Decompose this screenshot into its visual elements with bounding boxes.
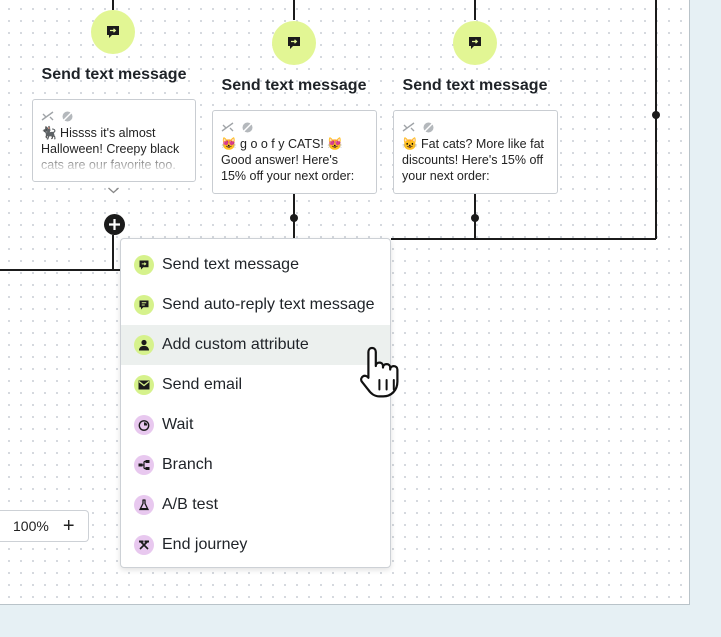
message-preview-card[interactable]: 🐈‍⬛ Hissss it's almost Halloween! Creepy… xyxy=(32,99,196,182)
zoom-level: 100% xyxy=(13,518,49,534)
connector-dot xyxy=(652,111,660,119)
card-message: 😺 Fat cats? More like fat discounts! Her… xyxy=(402,137,544,183)
menu-item-label: A/B test xyxy=(162,496,219,513)
menu-item-label: Send text message xyxy=(162,256,299,273)
menu-item-add-custom-attribute[interactable]: Add custom attribute xyxy=(121,325,390,365)
menu-item-wait[interactable]: Wait xyxy=(121,405,390,445)
node-title: Send text message xyxy=(221,77,367,94)
zoom-in-button[interactable]: + xyxy=(62,515,75,537)
journey-canvas[interactable]: Send text message 🐈‍⬛ Hissss it's almost… xyxy=(0,0,690,605)
card-status-icons xyxy=(221,120,368,134)
hidden-icon xyxy=(242,122,253,132)
menu-item-label: Send email xyxy=(162,376,243,393)
menu-item-label: Add custom attribute xyxy=(162,336,309,353)
menu-item-branch[interactable]: Branch xyxy=(121,445,390,485)
node-title: Send text message xyxy=(402,77,548,94)
ab-test-off-icon xyxy=(221,122,234,132)
sms-icon xyxy=(107,26,119,38)
card-status-icons xyxy=(41,109,187,123)
message-preview-card[interactable]: 😺 Fat cats? More like fat discounts! Her… xyxy=(393,110,558,194)
timer-icon xyxy=(138,420,150,431)
sms-node-icon[interactable] xyxy=(272,21,316,65)
add-step-menu: Send text message Send auto-reply text m… xyxy=(120,238,391,568)
tools-icon xyxy=(139,540,149,550)
menu-item-end-journey[interactable]: End journey xyxy=(121,525,390,565)
menu-item-send-text-message[interactable]: Send text message xyxy=(121,245,390,285)
menu-item-send-auto-reply[interactable]: Send auto-reply text message xyxy=(121,285,390,325)
add-step-button[interactable] xyxy=(104,214,125,235)
hand-pointer-icon xyxy=(360,346,399,398)
menu-item-label: Send auto-reply text message xyxy=(162,296,375,313)
person-icon xyxy=(139,339,149,351)
card-status-icons xyxy=(402,120,549,134)
flask-icon xyxy=(138,499,150,511)
ab-test-off-icon xyxy=(41,111,54,121)
sms-node-icon[interactable] xyxy=(91,10,135,54)
sms-icon xyxy=(139,260,149,270)
ab-test-off-icon xyxy=(402,122,415,132)
menu-item-send-email[interactable]: Send email xyxy=(121,365,390,405)
message-preview-card[interactable]: 😻 g o o f y CATS! 😻 Good answer! Here's … xyxy=(212,110,377,194)
branch-icon xyxy=(138,460,150,470)
chevron-down-icon[interactable] xyxy=(107,186,120,195)
connector-dot xyxy=(471,214,479,222)
menu-item-label: Wait xyxy=(162,416,194,433)
envelope-icon xyxy=(138,380,150,390)
hidden-icon xyxy=(62,111,73,121)
sms-icon xyxy=(469,37,481,49)
menu-item-ab-test[interactable]: A/B test xyxy=(121,485,390,525)
sms-icon xyxy=(288,37,300,49)
node-title: Send text message xyxy=(41,66,187,83)
menu-item-label: End journey xyxy=(162,536,248,553)
auto-reply-icon xyxy=(139,300,149,310)
menu-item-label: Branch xyxy=(162,456,213,473)
sms-node-icon[interactable] xyxy=(453,21,497,65)
card-message: 😻 g o o f y CATS! 😻 Good answer! Here's … xyxy=(221,137,355,183)
zoom-control: 100% + xyxy=(0,510,89,542)
plus-icon xyxy=(109,219,120,230)
hidden-icon xyxy=(423,122,434,132)
connector-dot xyxy=(290,214,298,222)
card-message: 🐈‍⬛ Hissss it's almost Halloween! Creepy… xyxy=(41,126,180,172)
